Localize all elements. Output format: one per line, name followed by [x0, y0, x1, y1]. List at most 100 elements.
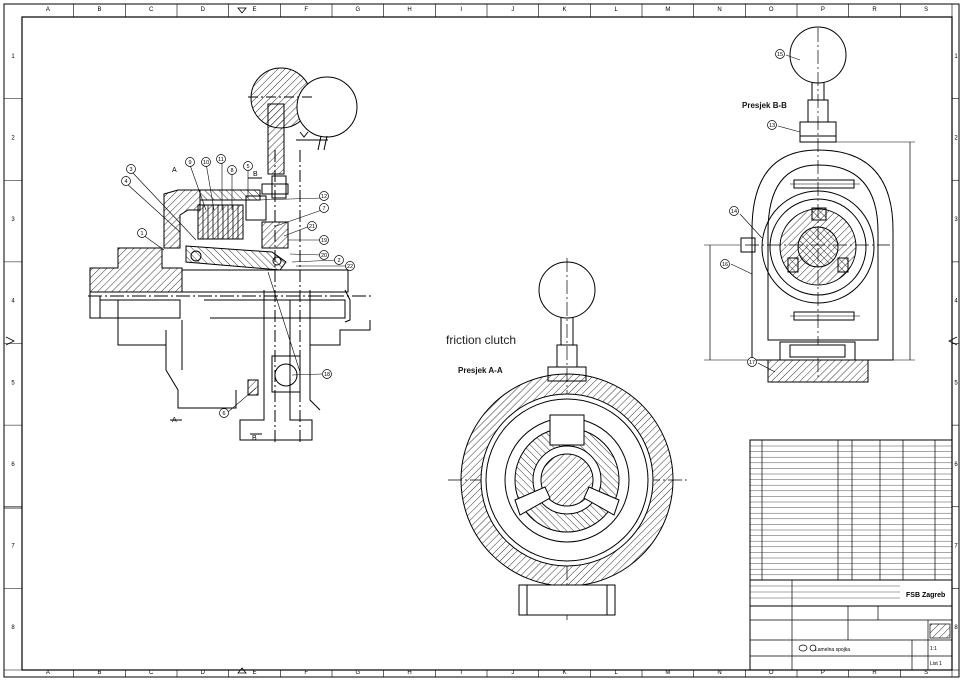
centering-mark-bottom	[237, 667, 247, 674]
svg-text:20: 20	[321, 253, 327, 259]
grid-number-label: 3	[954, 217, 958, 223]
svg-text:19: 19	[321, 238, 327, 244]
balloon-12: 12	[319, 191, 329, 201]
grid-letter-label: R	[872, 670, 877, 676]
grid-letter-label: C	[149, 670, 154, 676]
grid-number-label: 6	[954, 462, 958, 468]
balloon-14: 14	[729, 206, 739, 216]
grid-letter-label: A	[46, 670, 50, 676]
grid-number-label: 2	[11, 135, 15, 141]
grid-letter-label: S	[924, 7, 928, 13]
grid-letter-label: O	[769, 7, 774, 13]
grid-letter-label: F	[304, 670, 308, 676]
grid-letter-label: C	[149, 7, 154, 13]
svg-text:4: 4	[124, 179, 127, 185]
grid-letter-label: G	[355, 7, 360, 13]
grid-letter-label: D	[201, 7, 206, 13]
balloon-17: 17	[747, 357, 757, 367]
grid-letter-label: O	[769, 670, 774, 676]
grid-number-label: 5	[11, 380, 15, 386]
balloon-15: 15	[775, 49, 785, 59]
grid-reference-marks	[4, 4, 959, 677]
section-b-b-view	[704, 26, 915, 383]
svg-text:9: 9	[188, 160, 191, 166]
cut-plane-labels: A A B B	[172, 167, 258, 442]
balloon-13: 13	[767, 120, 777, 130]
balloon-22: 22	[345, 261, 355, 271]
svg-text:11: 11	[218, 157, 224, 163]
company-name: FSB Zagreb	[906, 592, 945, 599]
balloon-11: 11	[216, 154, 226, 164]
balloon-2: 2	[334, 255, 344, 265]
balloon-20: 20	[319, 250, 329, 260]
title-block	[749, 439, 953, 671]
longitudinal-section-view	[88, 67, 372, 442]
svg-text:13: 13	[769, 123, 775, 129]
outer-border	[3, 3, 960, 678]
svg-text:12: 12	[321, 194, 327, 200]
grid-number-label: 5	[954, 380, 958, 386]
svg-text:8: 8	[230, 168, 233, 174]
svg-text:1: 1	[140, 231, 143, 237]
grid-letter-label: A	[46, 7, 50, 13]
grid-letter-label: D	[201, 670, 206, 676]
grid-number-label: 7	[954, 544, 958, 550]
grid-letter-label: J	[511, 670, 514, 676]
grid-number-label: 8	[11, 625, 15, 631]
svg-text:21: 21	[309, 224, 315, 230]
centering-mark-top	[237, 7, 247, 14]
grid-letter-label: I	[460, 7, 462, 13]
svg-text:5: 5	[246, 164, 249, 170]
parts-list-rows	[750, 445, 952, 599]
grid-letter-label: L	[614, 7, 618, 13]
grid-letter-label: G	[355, 670, 360, 676]
balloon-19: 19	[319, 235, 329, 245]
balloon-3: 3	[126, 164, 136, 174]
grid-number-label: 2	[954, 135, 958, 141]
svg-text:3: 3	[129, 167, 132, 173]
centering-mark-left	[5, 336, 15, 346]
section-a-a-view	[448, 258, 688, 620]
balloon-4: 4	[121, 176, 131, 186]
grid-number-label: 4	[954, 299, 958, 305]
svg-text:14: 14	[731, 209, 737, 215]
grid-number-label: 4	[11, 299, 15, 305]
cut-label-a-top: A	[172, 167, 177, 174]
svg-text:7: 7	[322, 206, 325, 212]
cut-label-b-bottom: B	[252, 435, 257, 442]
svg-text:2: 2	[337, 258, 340, 264]
balloon-18: 18	[322, 369, 332, 379]
grid-letter-label: B	[97, 7, 101, 13]
cut-label-a-bottom: A	[172, 417, 177, 424]
svg-text:15: 15	[777, 52, 783, 58]
grid-letter-label: N	[717, 670, 721, 676]
grid-number-label: 1	[954, 54, 958, 60]
balloon-5: 5	[243, 161, 253, 171]
grid-letter-label: B	[97, 670, 101, 676]
title-block-text: FSB Zagreb Lamelna spojka 1:1 List 1	[815, 592, 945, 667]
balloon-7: 7	[319, 203, 329, 213]
svg-text:16: 16	[722, 262, 728, 268]
grid-letter-label: H	[407, 7, 411, 13]
grid-letter-label: H	[407, 670, 411, 676]
grid-letter-label: L	[614, 670, 618, 676]
balloon-8: 8	[227, 165, 237, 175]
grid-letter-label: P	[821, 670, 825, 676]
grid-letter-label: S	[924, 670, 928, 676]
grid-number-label: 8	[954, 625, 958, 631]
grid-letter-label: M	[665, 670, 670, 676]
grid-number-label: 1	[11, 54, 15, 60]
balloon-1: 1	[137, 228, 147, 238]
grid-letter-label: K	[562, 7, 566, 13]
grid-letter-label: N	[717, 7, 721, 13]
grid-letter-label: E	[252, 670, 256, 676]
grid-letter-label: K	[562, 670, 566, 676]
grid-letter-label: M	[665, 7, 670, 13]
sheet-number: List 1	[930, 661, 942, 667]
drawing-scale: 1:1	[930, 646, 937, 652]
grid-letter-label: J	[511, 7, 514, 13]
drawing-title: Lamelna spojka	[815, 647, 850, 653]
centering-mark-right	[948, 336, 958, 346]
grid-letter-label: I	[460, 670, 462, 676]
balloon-6: 6	[219, 408, 229, 418]
